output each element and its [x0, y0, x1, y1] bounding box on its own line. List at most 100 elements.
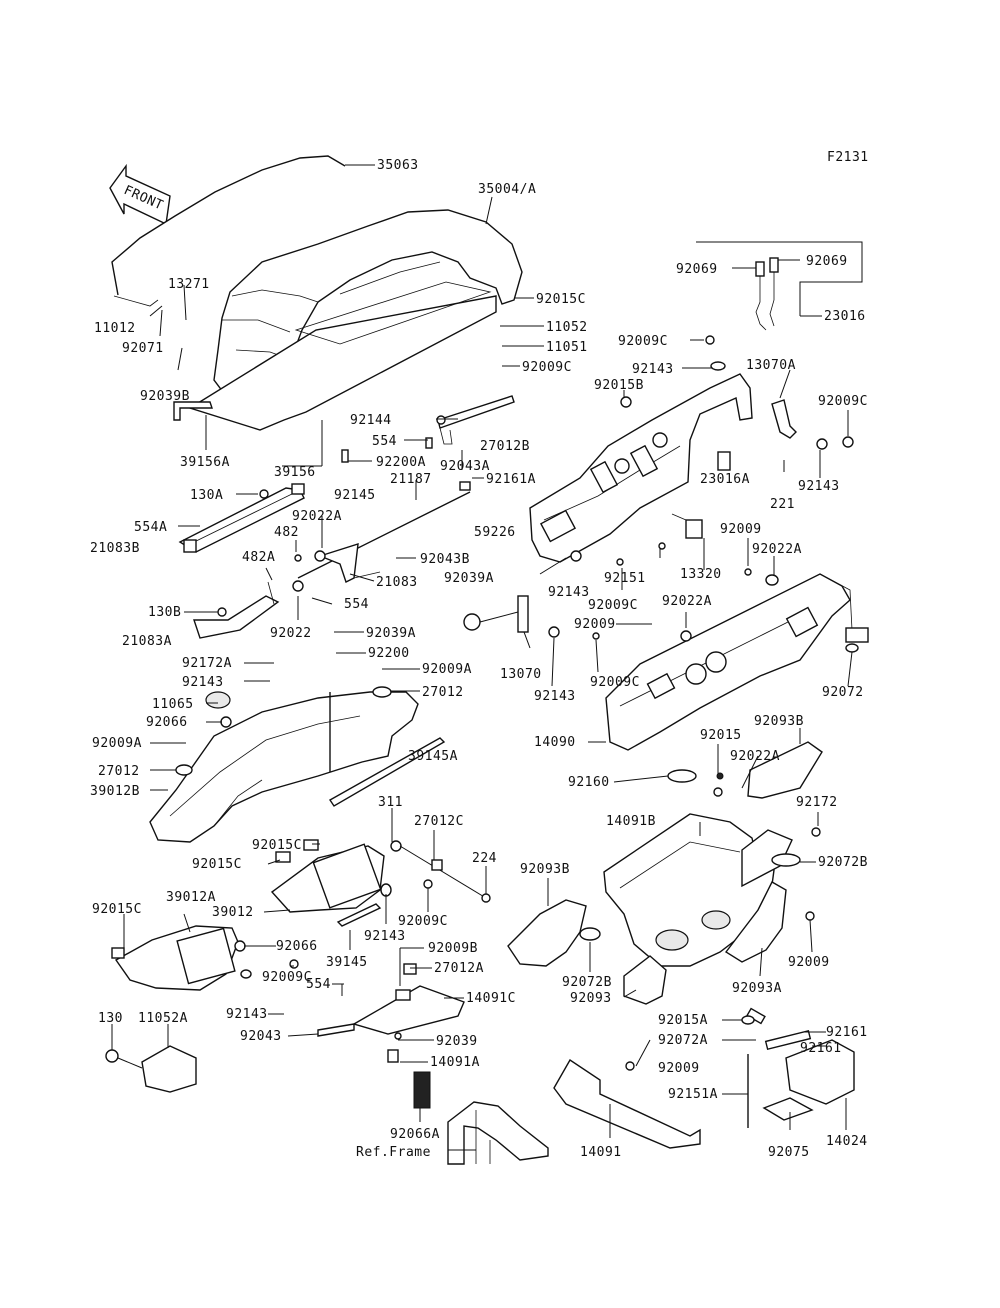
part-label: 92172: [796, 795, 838, 810]
part-label: 92022A: [662, 594, 712, 609]
part-label: 92145: [334, 488, 376, 503]
part-label: 13271: [168, 277, 210, 292]
part-label: 21083B: [90, 541, 140, 556]
part-label: 13320: [680, 567, 722, 582]
part-label: 92093A: [732, 981, 782, 996]
floor-box: [507, 741, 823, 1005]
part-label: 130A: [190, 488, 223, 503]
part-label: 92015: [700, 728, 742, 743]
part-label: 27012: [422, 685, 464, 700]
leader-lines: [111, 196, 853, 1151]
part-label: 11012: [94, 321, 136, 336]
part-label: 21083: [376, 575, 418, 590]
part-label: 92200: [368, 646, 410, 661]
part-label: 311: [378, 795, 403, 810]
part-label: 92009C: [590, 675, 640, 690]
part-label: 14090: [534, 735, 576, 750]
part-label: 92039: [436, 1034, 478, 1049]
part-label: 92072B: [562, 975, 612, 990]
part-label: 130B: [148, 605, 181, 620]
harness-box: [696, 241, 863, 331]
part-label: 23016A: [700, 472, 750, 487]
part-label: 14091: [580, 1145, 622, 1160]
part-label: 92200A: [376, 455, 426, 470]
part-label: 13070A: [746, 358, 796, 373]
part-label: 92015B: [594, 378, 644, 393]
part-label: 92043A: [440, 459, 490, 474]
part-label: 92039B: [140, 389, 190, 404]
part-label: 92161A: [486, 472, 536, 487]
part-label: 92093B: [754, 714, 804, 729]
part-label: 92161: [826, 1025, 868, 1040]
part-label: 92039A: [444, 571, 494, 586]
part-label: 92093B: [520, 862, 570, 877]
part-label: 554A: [134, 520, 167, 535]
part-label: 39145A: [408, 749, 458, 764]
part-label: 92172A: [182, 656, 232, 671]
part-label: 92009C: [818, 394, 868, 409]
part-label: 11051: [546, 340, 588, 355]
part-label: 92022: [270, 626, 312, 641]
part-label: 92160: [568, 775, 610, 790]
part-label: 224: [472, 851, 497, 866]
part-label: 59226: [474, 525, 516, 540]
part-label: 23016: [824, 309, 866, 324]
part-label: 92009B: [428, 941, 478, 956]
part-label: 92072A: [658, 1033, 708, 1048]
part-label: 39012: [212, 905, 254, 920]
part-label: 92075: [768, 1145, 810, 1160]
part-label: 92143: [364, 929, 406, 944]
part-label: 92143: [226, 1007, 268, 1022]
part-label: 92043: [240, 1029, 282, 1044]
part-label: 92009C: [522, 360, 572, 375]
part-label: 35004/A: [478, 182, 536, 197]
ref-frame-label: Ref.Frame: [356, 1145, 431, 1160]
part-label: 92039A: [366, 626, 416, 641]
part-label: 92009A: [422, 662, 472, 677]
part-label: 14024: [826, 1134, 868, 1149]
part-label: 39156: [274, 465, 316, 480]
part-label: 92143: [534, 689, 576, 704]
part-label: 92009: [574, 617, 616, 632]
part-label: 92143: [182, 675, 224, 690]
part-label: 92015C: [192, 857, 242, 872]
part-labels: 35063 35004/A 13271 11012 92071 92039B 9…: [90, 158, 868, 1160]
instrument-panel: [463, 568, 869, 797]
part-label: 27012B: [480, 439, 530, 454]
part-label: 21187: [390, 472, 432, 487]
part-label: 92009C: [618, 334, 668, 349]
part-label: 92069: [676, 262, 718, 277]
part-label: 554: [372, 434, 397, 449]
part-label: 92009: [658, 1061, 700, 1076]
part-label: 92015A: [658, 1013, 708, 1028]
part-label: 554: [306, 977, 331, 992]
part-label: 11052: [546, 320, 588, 335]
part-label: 14091C: [466, 991, 516, 1006]
part-label: 92015C: [92, 902, 142, 917]
part-label: 92161: [800, 1041, 842, 1056]
part-label: 39012A: [166, 890, 216, 905]
part-label: 92015C: [252, 838, 302, 853]
latch-linkage: [178, 395, 515, 639]
part-label: 92066: [146, 715, 188, 730]
part-label: 27012: [98, 764, 140, 779]
part-label: 92022A: [292, 509, 342, 524]
part-label: 92009: [720, 522, 762, 537]
part-label: 92022A: [730, 749, 780, 764]
part-label: 13070: [500, 667, 542, 682]
part-label: 92072: [822, 685, 864, 700]
part-label: 39012B: [90, 784, 140, 799]
part-label: 39156A: [180, 455, 230, 470]
part-label: 92072B: [818, 855, 868, 870]
part-label: 11052A: [138, 1011, 188, 1026]
part-label: 21083A: [122, 634, 172, 649]
part-label: 11065: [152, 697, 194, 712]
part-label: 92009C: [262, 970, 312, 985]
part-label: 14091B: [606, 814, 656, 829]
part-label: 482A: [242, 550, 275, 565]
part-label: 554: [344, 597, 369, 612]
part-label: 92066A: [390, 1127, 440, 1142]
part-label: 92009: [788, 955, 830, 970]
part-label: 92143: [632, 362, 674, 377]
